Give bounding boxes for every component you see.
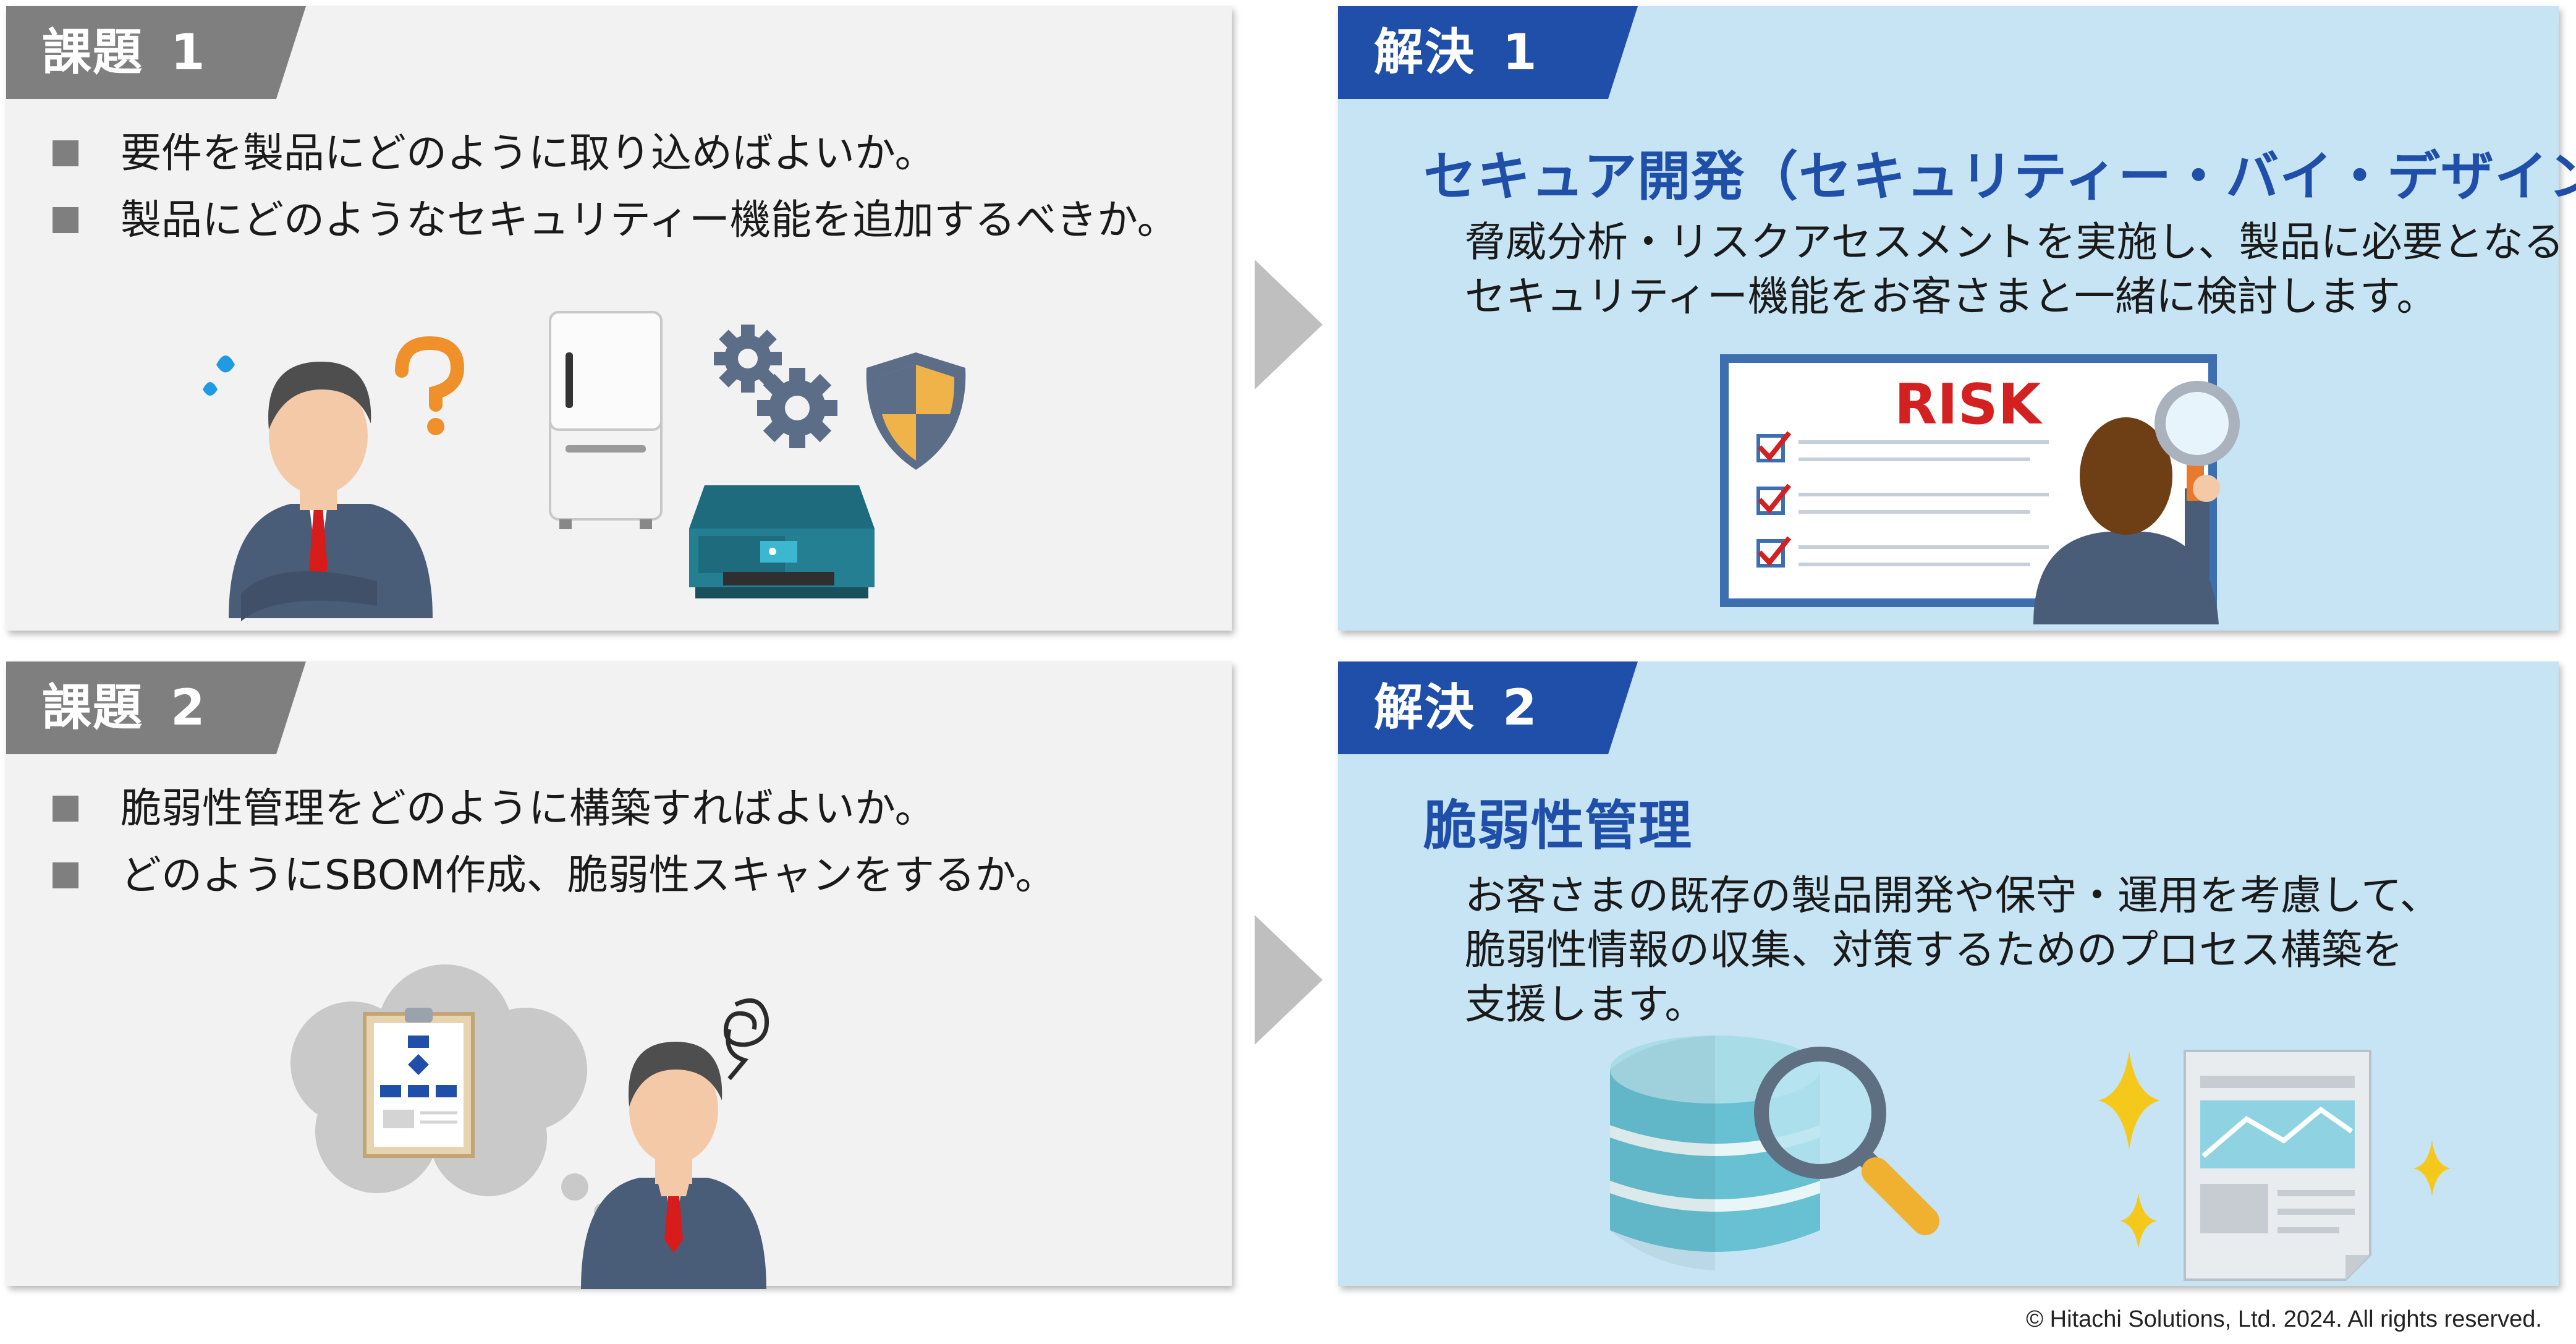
- solution-1-title: セキュア開発（セキュリティー・バイ・デザイン）: [1423, 146, 2576, 208]
- list-item: どのようにSBOM作成、脆弱性スキャンをするか。: [53, 855, 1056, 896]
- list-item: 製品にどのようなセキュリティー機能を追加するべきか。: [53, 200, 1178, 240]
- solution-1-tab-label: 解決: [1374, 23, 1475, 81]
- solution-2-title: 脆弱性管理: [1423, 795, 1692, 857]
- list-item: 要件を製品にどのように取り込めばよいか。: [53, 133, 1178, 174]
- solution-2-tab-number: 2: [1502, 679, 1538, 736]
- printer-icon: [689, 485, 875, 598]
- arrow-2-icon: [1255, 915, 1323, 1045]
- issue-2-tab: 課題 2: [6, 661, 306, 754]
- sparkle-icon: [2098, 1051, 2160, 1150]
- issue-2-tab-label: 課題: [42, 679, 143, 736]
- shield-icon: [866, 352, 966, 470]
- issue-1-tab-label: 課題: [42, 23, 143, 81]
- arrow-1-icon: [1255, 260, 1323, 389]
- solution-1-tab: 解決 1: [1338, 6, 1638, 99]
- solution-2-tab: 解決 2: [1338, 661, 1638, 754]
- solution-1-description: 脅威分析・リスクアセスメントを実施し、製品に必要となる セキュリティー機能をお客…: [1465, 218, 2564, 320]
- confused-businessman-icon: [203, 336, 465, 621]
- issue-2-tab-number: 2: [171, 679, 206, 736]
- bullet-square-icon: [53, 796, 78, 822]
- solution-1-panel: 解決 1 セキュア開発（セキュリティー・バイ・デザイン） 脅威分析・リスクアセスメ…: [1338, 6, 2576, 631]
- list-item: 脆弱性管理をどのように構築すればよいか。: [53, 788, 1056, 829]
- bullet-square-icon: [53, 140, 78, 166]
- report-document-icon: [2098, 1050, 2451, 1281]
- solution-2-panel: 解決 2 脆弱性管理 お客さまの既存の製品開発や保守・運用を考慮して、 脆弱性情報…: [1338, 661, 2559, 1286]
- issue-2-bullet-list: 脆弱性管理をどのように構築すればよいか。 どのようにSBOM作成、脆弱性スキャン…: [53, 788, 1056, 922]
- solution-2-tab-label: 解決: [1374, 679, 1475, 736]
- thinking-businessman-icon: [581, 998, 769, 1289]
- issue-1-tab-number: 1: [171, 23, 206, 81]
- bullet-square-icon: [53, 862, 78, 888]
- issue-1-tab: 課題 1: [6, 6, 306, 99]
- sparkle-icon: [2120, 1193, 2157, 1249]
- sparkle-icon: [2413, 1141, 2451, 1196]
- copyright-notice: © Hitachi Solutions, Ltd. 2024. All righ…: [2026, 1306, 2542, 1332]
- refrigerator-icon: [549, 311, 663, 529]
- issue-1-panel: 課題 1 要件を製品にどのように取り込めばよいか。 製品にどのようなセキュリティー…: [6, 6, 1232, 631]
- gears-icon: [714, 325, 837, 448]
- database-icon: [1610, 1036, 1939, 1270]
- issue-1-bullet-list: 要件を製品にどのように取り込めばよいか。 製品にどのようなセキュリティー機能を追…: [53, 133, 1178, 266]
- solution-1-tab-number: 1: [1502, 23, 1538, 81]
- risk-label: RISK: [1894, 372, 2043, 437]
- thought-cloud-flowchart-icon: [290, 964, 611, 1220]
- issue-2-panel: 課題 2 脆弱性管理をどのように構築すればよいか。 どのようにSBOM作成、脆弱性…: [6, 661, 1232, 1289]
- magnifier-icon: [2033, 381, 2240, 624]
- solution-2-description: お客さまの既存の製品開発や保守・運用を考慮して、 脆弱性情報の収集、対策するため…: [1465, 872, 2441, 1028]
- bullet-square-icon: [53, 207, 78, 233]
